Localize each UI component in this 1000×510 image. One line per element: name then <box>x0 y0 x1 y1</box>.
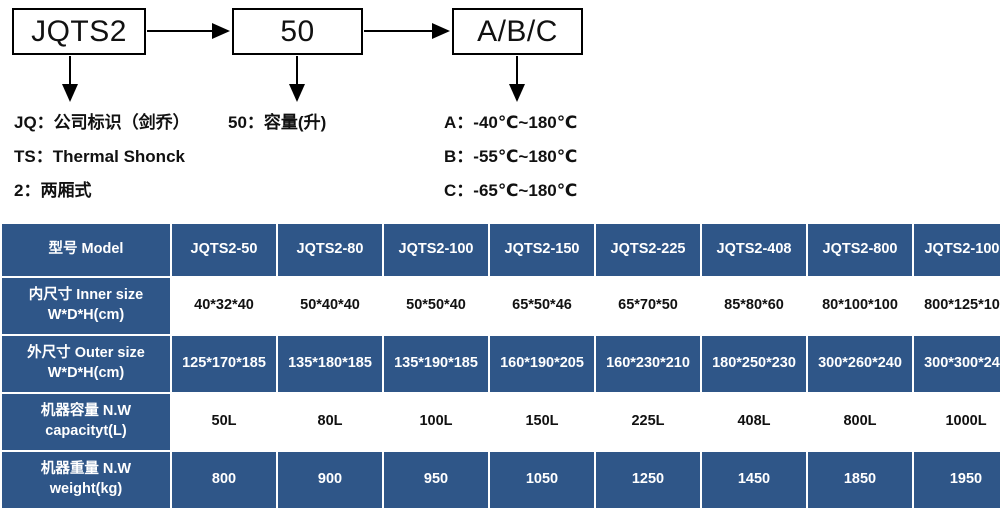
header-model-4: JQTS2-225 <box>596 224 700 276</box>
cell-outer-size-6: 300*260*240 <box>808 336 912 392</box>
model-code-label: JQTS2 <box>31 14 127 48</box>
header-model-2: JQTS2-100 <box>384 224 488 276</box>
legend-jq: JQ：公司标识（剑乔） <box>14 113 190 132</box>
cell-inner-size-7: 800*125*100 <box>914 278 1000 334</box>
cell-weight-3: 1050 <box>490 452 594 508</box>
cell-weight-2: 950 <box>384 452 488 508</box>
specification-table-container: 型号 Model JQTS2-50 JQTS2-80 JQTS2-100 JQT… <box>0 222 1000 510</box>
rowlabel-outer-size-line1: 外尺寸 Outer size <box>27 345 145 362</box>
cell-inner-size-0: 40*32*40 <box>172 278 276 334</box>
header-model-1: JQTS2-80 <box>278 224 382 276</box>
legend-2: 2：两厢式 <box>14 181 92 200</box>
cell-capacity-2: 100L <box>384 394 488 450</box>
cell-outer-size-5: 180*250*230 <box>702 336 806 392</box>
cell-weight-6: 1850 <box>808 452 912 508</box>
table-row: 机器重量 N.W weight(kg) 800 900 950 1050 125… <box>2 452 1000 508</box>
rowlabel-outer-size: 外尺寸 Outer size W*D*H(cm) <box>2 336 170 392</box>
cell-outer-size-0: 125*170*185 <box>172 336 276 392</box>
cell-inner-size-2: 50*50*40 <box>384 278 488 334</box>
header-model-6: JQTS2-800 <box>808 224 912 276</box>
cell-outer-size-1: 135*180*185 <box>278 336 382 392</box>
header-model-5: JQTS2-408 <box>702 224 806 276</box>
cell-inner-size-6: 80*100*100 <box>808 278 912 334</box>
temperature-code-label: A/B/C <box>477 14 558 48</box>
rowlabel-outer-size-line2: W*D*H(cm) <box>47 365 125 381</box>
cell-weight-0: 800 <box>172 452 276 508</box>
cell-weight-5: 1450 <box>702 452 806 508</box>
cell-weight-7: 1950 <box>914 452 1000 508</box>
diagram-connectors <box>62 23 525 102</box>
cell-capacity-3: 150L <box>490 394 594 450</box>
header-model-3: JQTS2-150 <box>490 224 594 276</box>
table-row: 机器容量 N.W capacityt(L) 50L 80L 100L 150L … <box>2 394 1000 450</box>
cell-weight-4: 1250 <box>596 452 700 508</box>
table-row: 外尺寸 Outer size W*D*H(cm) 125*170*185 135… <box>2 336 1000 392</box>
rowlabel-inner-size: 内尺寸 Inner size W*D*H(cm) <box>2 278 170 334</box>
legend-volume-meaning: 50：容量(升) <box>228 114 326 131</box>
cell-outer-size-3: 160*190*205 <box>490 336 594 392</box>
legend-ts: TS：Thermal Shonck <box>14 147 185 166</box>
header-model-label: 型号 Model <box>2 224 170 276</box>
cell-inner-size-4: 65*70*50 <box>596 278 700 334</box>
specification-table: 型号 Model JQTS2-50 JQTS2-80 JQTS2-100 JQT… <box>0 222 1000 510</box>
legend-model-meaning: JQ：公司标识（剑乔） TS：Thermal Shonck 2：两厢式 <box>14 114 190 216</box>
legend-range-c: C：-65℃~180℃ <box>444 181 578 200</box>
cell-outer-size-2: 135*190*185 <box>384 336 488 392</box>
cell-capacity-0: 50L <box>172 394 276 450</box>
table-header-row: 型号 Model JQTS2-50 JQTS2-80 JQTS2-100 JQT… <box>2 224 1000 276</box>
volume-code-box: 50 <box>232 8 363 55</box>
cell-outer-size-4: 160*230*210 <box>596 336 700 392</box>
rowlabel-inner-size-line2: W*D*H(cm) <box>47 307 125 323</box>
model-code-box: JQTS2 <box>12 8 146 55</box>
rowlabel-weight-line1: 机器重量 N.W <box>40 461 132 478</box>
cell-capacity-1: 80L <box>278 394 382 450</box>
legend-temperature-meaning: A：-40℃~180℃ B：-55℃~180℃ C：-65℃~180℃ <box>444 114 577 216</box>
cell-capacity-7: 1000L <box>914 394 1000 450</box>
volume-code-label: 50 <box>280 14 315 48</box>
cell-inner-size-1: 50*40*40 <box>278 278 382 334</box>
cell-capacity-4: 225L <box>596 394 700 450</box>
rowlabel-capacity: 机器容量 N.W capacityt(L) <box>2 394 170 450</box>
rowlabel-weight-line2: weight(kg) <box>49 481 123 497</box>
header-model-7: JQTS2-1000 <box>914 224 1000 276</box>
header-model-0: JQTS2-50 <box>172 224 276 276</box>
rowlabel-weight: 机器重量 N.W weight(kg) <box>2 452 170 508</box>
legend-volume: 50：容量(升) <box>228 113 327 132</box>
legend-range-b: B：-55℃~180℃ <box>444 147 578 166</box>
table-row: 内尺寸 Inner size W*D*H(cm) 40*32*40 50*40*… <box>2 278 1000 334</box>
cell-weight-1: 900 <box>278 452 382 508</box>
cell-capacity-5: 408L <box>702 394 806 450</box>
cell-capacity-6: 800L <box>808 394 912 450</box>
model-code-diagram: JQTS2 50 A/B/C JQ：公司标识（剑乔） TS：Thermal Sh… <box>0 0 1000 218</box>
rowlabel-inner-size-line1: 内尺寸 Inner size <box>28 287 144 304</box>
legend-range-a: A：-40℃~180℃ <box>444 113 578 132</box>
cell-outer-size-7: 300*300*240 <box>914 336 1000 392</box>
rowlabel-capacity-line1: 机器容量 N.W <box>40 403 132 420</box>
rowlabel-capacity-line2: capacityt(L) <box>45 423 127 439</box>
cell-inner-size-3: 65*50*46 <box>490 278 594 334</box>
cell-inner-size-5: 85*80*60 <box>702 278 806 334</box>
temperature-code-box: A/B/C <box>452 8 583 55</box>
